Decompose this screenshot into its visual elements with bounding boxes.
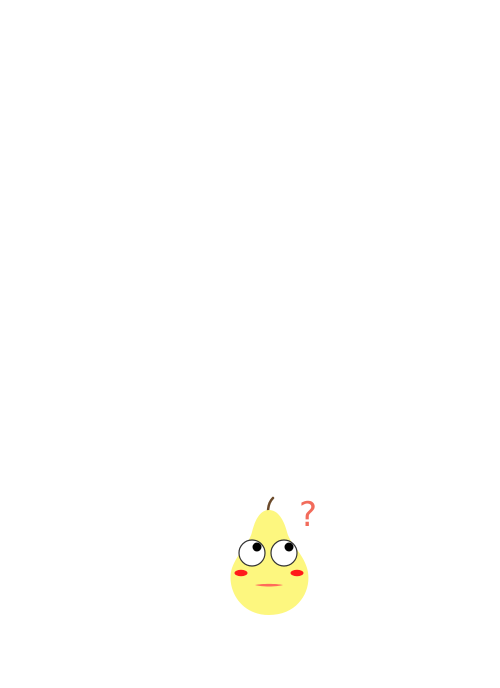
question-mark: ?: [299, 495, 318, 535]
pear-body: [230, 510, 309, 615]
left-eye: [238, 539, 266, 567]
mouth: [255, 583, 283, 587]
left-cheek: [234, 569, 248, 577]
right-pupil: [284, 542, 294, 552]
pear-stem: [266, 496, 275, 514]
right-eye: [270, 539, 298, 567]
pear-character: [230, 496, 309, 615]
right-cheek: [290, 569, 304, 577]
left-pupil: [252, 542, 262, 552]
